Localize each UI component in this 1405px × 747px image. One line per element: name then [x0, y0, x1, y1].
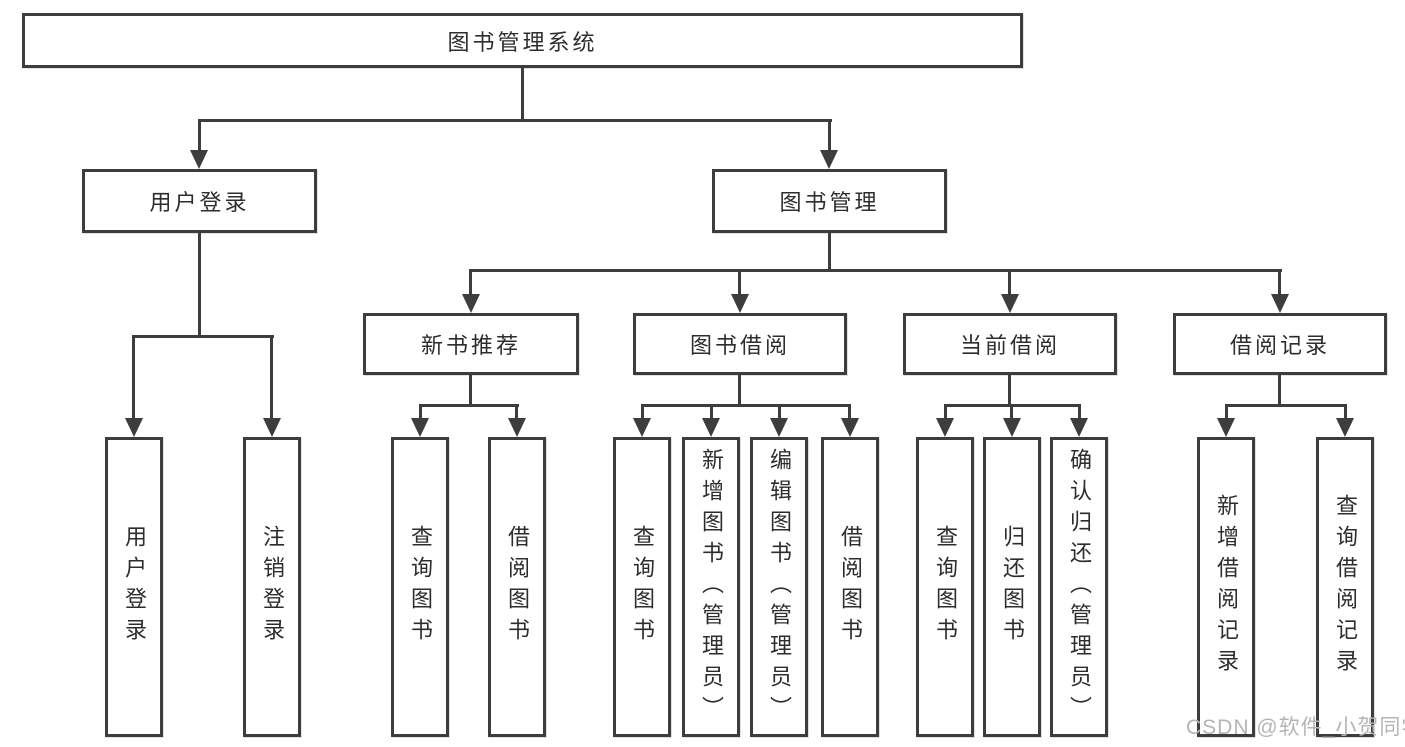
leaf-edit-book-admin: 编辑图书（管理员）: [750, 437, 808, 737]
arrowhead-down-icon: [702, 418, 720, 437]
leaf-borrow-book: 借阅图书: [821, 437, 879, 737]
connector-stem: [1078, 404, 1081, 422]
connector-stem: [641, 404, 644, 422]
connector-borrowing-trunk: [738, 375, 741, 407]
leaf-query-book-borrowing: 查询图书: [613, 437, 671, 737]
connector-root-trunk: [521, 68, 524, 122]
node-current-borrowing: 当前借阅: [903, 313, 1117, 375]
connector-stem: [944, 404, 947, 422]
leaf-edit-book-admin-label: 编辑图书（管理员）: [767, 447, 792, 727]
connector-stem: [738, 269, 741, 298]
leaf-query-borrow-record: 查询借阅记录: [1316, 437, 1374, 737]
leaf-add-borrow-record-label: 新增借阅记录: [1214, 494, 1239, 680]
node-new-book-recommend: 新书推荐: [363, 313, 579, 375]
node-borrow-records-label: 借阅记录: [1229, 333, 1330, 358]
leaf-return-book-label: 归还图书: [1000, 525, 1025, 649]
arrowhead-down-icon: [770, 418, 788, 437]
leaf-add-book-admin: 新增图书（管理员）: [682, 437, 740, 737]
connector-book-mgmt-trunk: [828, 233, 831, 272]
node-user-login-group: 用户登录: [82, 169, 317, 233]
arrowhead-down-icon: [1001, 294, 1019, 313]
connector-borrowing-hbar: [641, 404, 851, 407]
connector-stem: [1344, 404, 1347, 422]
leaf-query-book-current-label: 查询图书: [933, 525, 958, 649]
leaf-user-login-label: 用户登录: [122, 525, 147, 649]
node-root: 图书管理系统: [22, 13, 1023, 68]
connector-stem: [778, 404, 781, 422]
leaf-query-book-recommend-label: 查询图书: [408, 525, 433, 649]
connector-stem: [515, 404, 518, 422]
leaf-query-book-recommend: 查询图书: [391, 437, 449, 737]
leaf-confirm-return-admin-label: 确认归还（管理员）: [1067, 447, 1092, 727]
leaf-logout-login-label: 注销登录: [260, 525, 285, 649]
node-user-login-group-label: 用户登录: [149, 190, 250, 215]
node-root-label: 图书管理系统: [447, 29, 598, 55]
connector-level3-hbar: [470, 269, 1282, 272]
connector-stem: [419, 404, 422, 422]
connector-level2-hbar: [198, 119, 832, 122]
leaf-add-book-admin-label: 新增图书（管理员）: [699, 447, 724, 727]
connector-stem: [1010, 404, 1013, 422]
connector-stem: [828, 119, 831, 154]
connector-records-trunk: [1278, 375, 1281, 407]
connector-stem: [198, 119, 201, 154]
connector-records-hbar: [1225, 404, 1347, 407]
node-book-borrowing-label: 图书借阅: [689, 333, 790, 358]
connector-stem: [1008, 269, 1011, 298]
arrowhead-down-icon: [411, 418, 429, 437]
leaf-borrow-book-recommend-label: 借阅图书: [505, 525, 530, 649]
leaf-borrow-book-label: 借阅图书: [838, 525, 863, 649]
connector-user-login-trunk: [198, 233, 201, 338]
connector-stem: [1225, 404, 1228, 422]
leaf-query-book-current: 查询图书: [916, 437, 974, 737]
node-borrow-records: 借阅记录: [1173, 313, 1387, 375]
leaf-logout-login: 注销登录: [243, 437, 301, 737]
leaf-borrow-book-recommend: 借阅图书: [488, 437, 546, 737]
csdn-watermark: CSDN @软件_小贺同学: [1186, 716, 1405, 739]
connector-stem: [132, 335, 135, 422]
leaf-confirm-return-admin: 确认归还（管理员）: [1050, 437, 1108, 737]
connector-user-login-hbar: [133, 335, 274, 338]
arrowhead-down-icon: [633, 418, 651, 437]
connector-stem: [469, 269, 472, 298]
arrowhead-down-icon: [820, 150, 838, 169]
connector-stem: [848, 404, 851, 422]
leaf-query-book-borrowing-label: 查询图书: [630, 525, 655, 649]
connector-recommend-hbar: [419, 404, 519, 407]
leaf-add-borrow-record: 新增借阅记录: [1197, 437, 1255, 737]
arrowhead-down-icon: [1070, 418, 1088, 437]
connector-stem: [710, 404, 713, 422]
arrowhead-down-icon: [731, 294, 749, 313]
node-book-management: 图书管理: [712, 169, 947, 233]
node-current-borrowing-label: 当前借阅: [959, 333, 1060, 358]
arrowhead-down-icon: [841, 418, 859, 437]
leaf-return-book: 归还图书: [983, 437, 1041, 737]
node-book-management-label: 图书管理: [779, 190, 880, 215]
arrowhead-down-icon: [1217, 418, 1235, 437]
arrowhead-down-icon: [462, 294, 480, 313]
connector-current-trunk: [1008, 375, 1011, 407]
node-book-borrowing: 图书借阅: [633, 313, 847, 375]
arrowhead-down-icon: [508, 418, 526, 437]
connector-recommend-trunk: [469, 375, 472, 407]
arrowhead-down-icon: [1003, 418, 1021, 437]
arrowhead-down-icon: [263, 418, 281, 437]
node-new-book-recommend-label: 新书推荐: [420, 333, 521, 358]
arrowhead-down-icon: [125, 418, 143, 437]
arrowhead-down-icon: [1271, 294, 1289, 313]
leaf-user-login: 用户登录: [105, 437, 163, 737]
connector-stem: [270, 335, 273, 422]
arrowhead-down-icon: [190, 150, 208, 169]
leaf-query-borrow-record-label: 查询借阅记录: [1333, 494, 1358, 680]
connector-stem: [1278, 269, 1281, 298]
arrowhead-down-icon: [1336, 418, 1354, 437]
arrowhead-down-icon: [936, 418, 954, 437]
